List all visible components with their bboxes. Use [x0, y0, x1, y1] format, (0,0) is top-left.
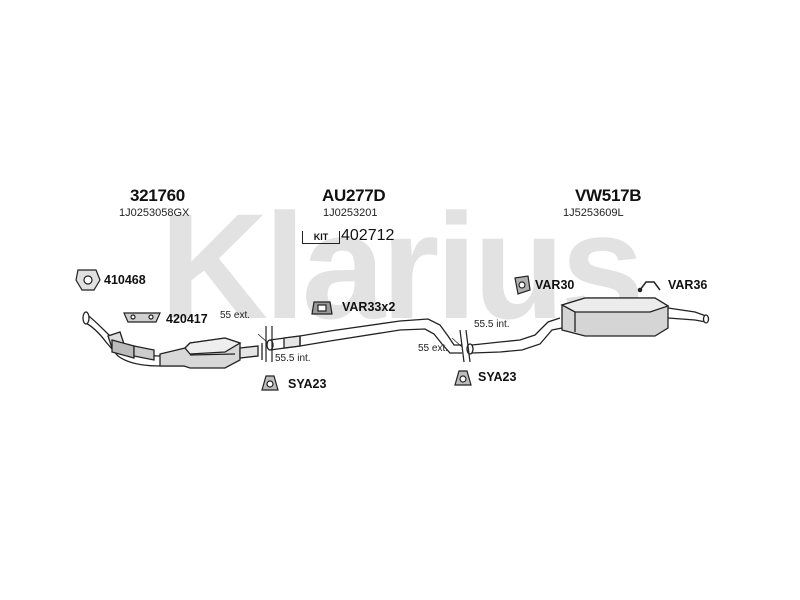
- gasket-icon: [75, 269, 101, 291]
- rubber-mount-sya23-mid-icon: [454, 370, 472, 386]
- kit-badge: KIT: [302, 231, 340, 244]
- joint-markers: [257, 326, 471, 363]
- rear-pipe-silencer: [466, 297, 710, 355]
- hook-var36-icon: [637, 281, 661, 293]
- dimension-55-ext-left: 55 ext.: [220, 310, 251, 321]
- part-number-321760: 321760: [130, 186, 185, 205]
- dimension-55-5-int-right: 55.5 int.: [474, 319, 510, 330]
- rubber-mount-sya23-left-icon: [261, 375, 279, 391]
- fitting-label-sya23-left: SYA23: [288, 377, 327, 391]
- oe-number-2: 1J0253201: [323, 207, 378, 219]
- fitting-label-var30: VAR30: [535, 278, 575, 292]
- flange-gasket-icon: [123, 312, 161, 323]
- front-pipe-catalyst: [82, 311, 263, 369]
- fitting-label-var33x2: VAR33x2: [342, 300, 396, 314]
- kit-part-number: 402712: [341, 227, 395, 244]
- middle-pipe: [266, 318, 462, 354]
- dimension-55-5-int-left: 55.5 int.: [275, 353, 311, 364]
- hanger-var33-icon: [311, 301, 333, 315]
- fitting-label-420417: 420417: [166, 312, 208, 326]
- part-number-vw517b: VW517B: [575, 186, 642, 205]
- dimension-55-ext-right: 55 ext.: [418, 343, 449, 354]
- oe-number-3: 1J5253609L: [563, 207, 624, 219]
- fitting-label-var36: VAR36: [668, 278, 708, 292]
- mount-var30-icon: [514, 275, 531, 295]
- part-number-au277d: AU277D: [322, 186, 386, 205]
- fitting-label-410468: 410468: [104, 273, 146, 287]
- oe-number-1: 1J0253058GX: [119, 207, 190, 219]
- fitting-label-sya23-mid: SYA23: [478, 370, 517, 384]
